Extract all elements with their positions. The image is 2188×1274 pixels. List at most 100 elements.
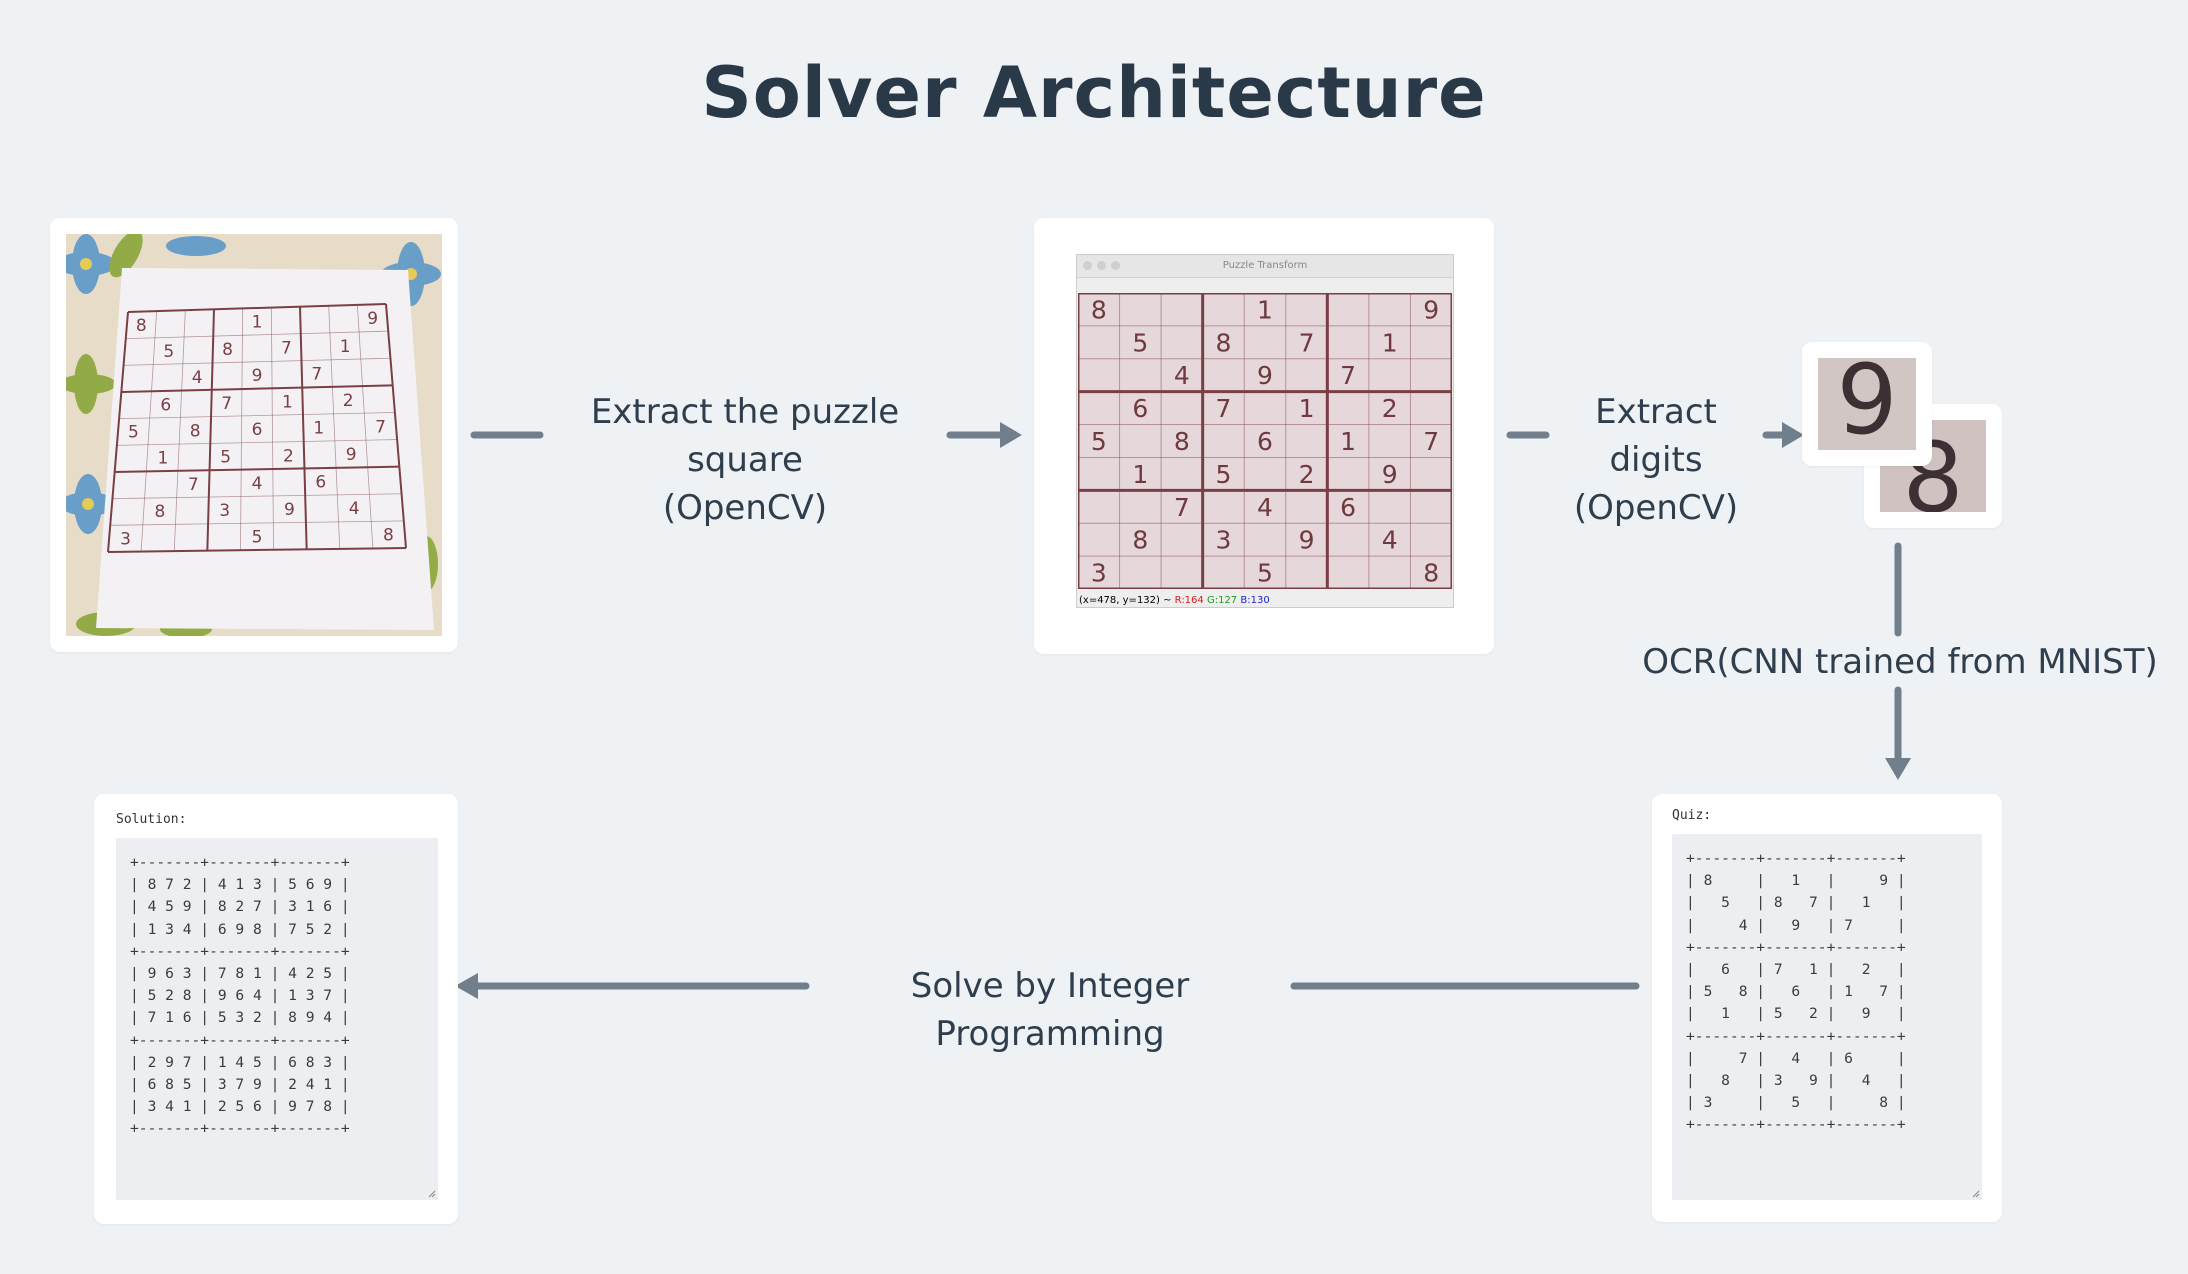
window-title: Puzzle Transform [1222,260,1308,271]
photo-grid-digit: 5 [163,342,174,362]
grid-digit: 5 [1091,427,1107,456]
solution-textarea[interactable]: +-------+-------+-------+ | 8 7 2 | 4 1 … [116,838,438,1200]
label-extract-square: Extract the puzzle square (OpenCV) [540,388,950,532]
window-maximize-button[interactable] [1111,261,1120,270]
quiz-caption: Quiz: [1672,808,1712,823]
status-b: B:130 [1240,595,1270,606]
photo-grid-digit: 6 [252,420,263,440]
solution-text: +-------+-------+-------+ | 8 7 2 | 4 1 … [130,854,350,1138]
diagram-title: Solver Architecture [701,52,1487,134]
photo-grid-digit: 8 [190,421,201,441]
photo-grid-line-v [299,306,308,550]
arrow-head-extract-square [1000,422,1022,448]
resize-handle-icon[interactable] [1970,1188,1980,1198]
grid-digit: 8 [1174,427,1190,456]
photo-grid-digit: 1 [313,419,324,439]
quiz-text: +-------+-------+-------+ | 8 | 1 | 9 | … [1686,850,1906,1134]
photo-grid-digit: 4 [192,368,203,388]
photo-grid-line-h [107,547,407,553]
grid-digit: 9 [1382,460,1398,489]
photo-grid-line-h [121,384,393,393]
label-extract-digits-line2: (OpenCV) [1573,488,1739,528]
photo-grid-digit: 8 [222,340,233,360]
label-extract-digits-line1: Extract digits [1595,392,1717,480]
label-ocr: OCR(CNN trained from MNIST) [1642,642,2158,682]
photo-grid-digit: 7 [311,365,322,385]
status-r: R:164 [1174,595,1204,606]
arrow-head-solve [455,973,478,999]
photo-grid-line-h [127,303,387,313]
photo-grid-digit: 5 [220,448,231,468]
grid-digit: 2 [1382,394,1398,423]
grid-digit: 5 [1257,559,1273,588]
photo-grid-digit: 1 [252,312,263,332]
grid-digit: 1 [1299,394,1315,423]
photo-grid-digit: 2 [343,391,354,411]
grid-digit: 6 [1340,493,1356,522]
photo-grid-digit: 7 [375,417,386,437]
photo-grid-digit: 7 [188,475,199,495]
quiz-card: Quiz: +-------+-------+-------+ | 8 | 1 … [1652,794,2002,1222]
grid-digit: 9 [1299,526,1315,555]
label-solve: Solve by Integer Programming [910,966,1190,1054]
window-titlebar[interactable]: Puzzle Transform [1077,255,1453,278]
grid-digit: 5 [1215,460,1231,489]
grid-digit: 6 [1132,394,1148,423]
quiz-textarea[interactable]: +-------+-------+-------+ | 8 | 1 | 9 | … [1672,834,1982,1200]
digit-glyph-9: 9 [1836,358,1898,450]
photo-grid-digit: 9 [346,445,357,465]
photo-grid-line-v [328,305,341,549]
photo-grid-digit: 8 [154,502,165,522]
grid-digit: 1 [1382,328,1398,357]
photo-grid-digit: 9 [284,500,295,520]
grid-digit: 1 [1340,427,1356,456]
photo-grid-digit: 4 [349,499,360,519]
photo-grid-digit: 5 [128,423,139,443]
photo-grid-digit: 7 [221,394,232,414]
photo-grid-digit: 5 [252,528,263,548]
status-g: G:127 [1206,595,1238,606]
resize-handle-icon[interactable] [426,1188,436,1198]
grid-digit: 8 [1215,328,1231,357]
photo-grid-digit: 6 [160,395,171,415]
photo-grid-line-h [119,412,395,420]
grid-digit: 9 [1423,295,1439,324]
photo-grid-digit: 1 [282,392,293,412]
label-extract-square-line2: (OpenCV) [662,488,828,528]
photo-grid-digit: 7 [281,339,292,359]
digit-tile-front: 9 [1802,342,1932,466]
photo-grid-line-v [173,310,186,552]
window-minimize-button[interactable] [1097,261,1106,270]
status-position: (x=478, y=132) ~ [1079,595,1175,606]
photo-grid-line-v [107,311,129,553]
grid-digit: 6 [1257,427,1273,456]
grid-digit: 8 [1091,295,1107,324]
photo-grid-line-v [206,309,215,551]
photo-grid-digit: 9 [252,366,263,386]
grid-digit: 4 [1382,526,1398,555]
grid-digit: 8 [1423,559,1439,588]
photo-grid-digit: 8 [136,316,147,336]
photo-grid-line-v [385,303,407,549]
photo-grid-line-h [116,439,398,446]
grid-digit: 3 [1091,559,1107,588]
grid-digit: 9 [1257,361,1273,390]
window-close-button[interactable] [1083,261,1092,270]
grid-digit: 7 [1340,361,1356,390]
photo-grid-line-h [114,465,400,473]
label-extract-digits: Extract digits (OpenCV) [1546,388,1766,532]
arrow-head-extract-digits [1782,422,1804,448]
photo-grid-line-h [125,330,389,340]
grid-digit: 7 [1299,328,1315,357]
grid-digit: 7 [1174,493,1190,522]
photo-grid-line-v [270,307,274,550]
grid-digit: 8 [1132,526,1148,555]
photo-grid-line-v [240,308,244,551]
grid-digit: 1 [1132,460,1148,489]
photo-grid-digit: 8 [383,526,394,546]
grid-digit: 4 [1257,493,1273,522]
